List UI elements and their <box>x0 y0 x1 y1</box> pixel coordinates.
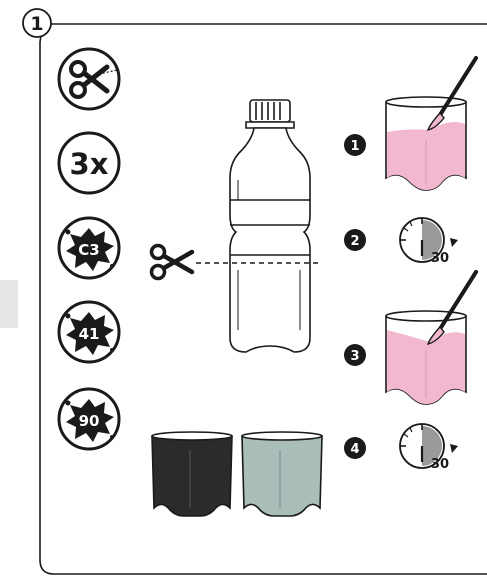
step-2-marker: 2 <box>344 229 366 251</box>
step-4-marker: 4 <box>344 437 366 459</box>
paint-splat-icon: C3 <box>59 218 119 278</box>
timer-icon: 30 <box>400 424 458 472</box>
scissors-icon <box>152 246 193 279</box>
panel-number-badge: 1 <box>23 9 51 37</box>
cup-sage <box>242 432 322 516</box>
step-3-marker: 3 <box>344 344 366 366</box>
panel-number: 1 <box>30 13 43 35</box>
cup-dark <box>152 432 232 516</box>
paint-cup-pink <box>386 97 466 190</box>
paint-cup-pink <box>386 311 466 404</box>
paint-code-2: 41 <box>79 325 100 343</box>
sidebar-cut-circle <box>59 49 119 109</box>
step-2-number: 2 <box>350 234 359 249</box>
step-1-marker: 1 <box>344 134 366 156</box>
paint-splat-icon: 90 <box>59 389 119 449</box>
repeat-count: 3x <box>70 147 109 181</box>
paint-splat-icon: 41 <box>59 302 119 362</box>
bottle-icon <box>230 100 310 352</box>
step-4-number: 4 <box>350 442 359 457</box>
sidebar-repeat-circle: 3x <box>59 133 119 193</box>
paint-code-1: C3 <box>78 241 99 259</box>
timer-icon: 30 <box>400 218 458 266</box>
paint-code-3: 90 <box>79 412 100 430</box>
timer-1-label: 30 <box>431 251 449 266</box>
timer-2-label: 30 <box>431 457 449 472</box>
step-3-number: 3 <box>350 349 359 364</box>
side-tab <box>0 280 18 328</box>
step-1-number: 1 <box>350 139 359 154</box>
